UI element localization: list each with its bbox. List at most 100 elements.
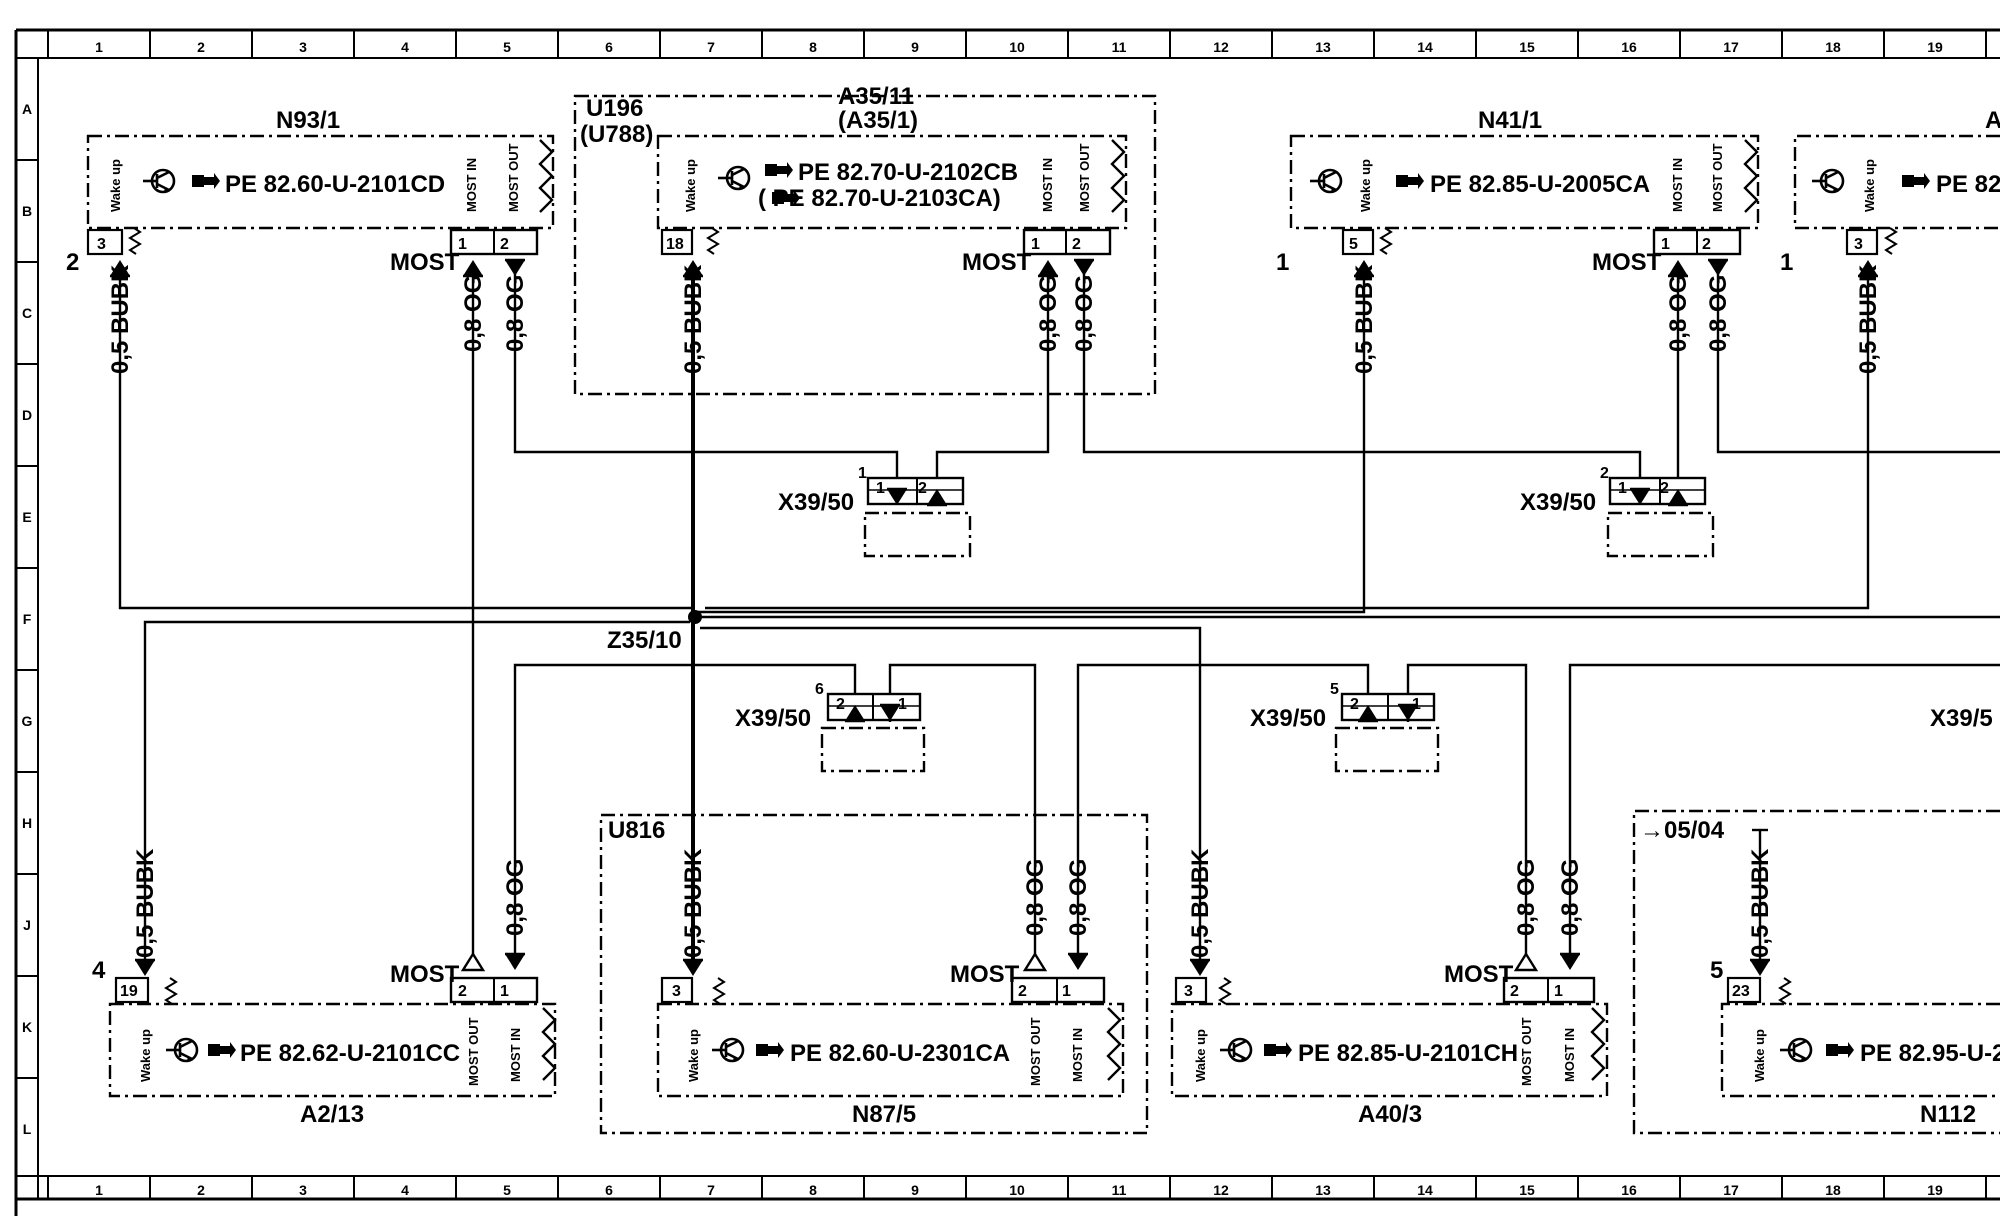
x39-partial-label: X39/5 [1930,705,1993,732]
x39-6-pin-2: 2 [836,696,845,713]
a-partial-wake-pin: 3 [1854,236,1863,253]
connector-x39-50-5: 2 1 5 X39/50 [1250,681,1436,732]
n41-1-most: MOST [1592,249,1662,276]
transceiver-icon [1810,168,1845,194]
wire-label-bubk: 0,5 BUBK [1351,264,1378,374]
n93-1-label: N93/1 [276,107,340,134]
n87-5-u: U816 [608,817,665,844]
a2-13-label: A2/13 [300,1101,364,1128]
n87-5-most-out-text: MOST OUT [1028,1017,1043,1086]
column-number: 3 [299,39,307,55]
wire-label-og: 0,8 OG [460,275,487,352]
splice-label: Z35/10 [607,627,682,654]
a-partial-wake-text: Wake up [1862,159,1877,212]
wire-label-bubk: 0,5 BUBK [680,264,707,374]
a35-11-label: A35/11 [838,83,914,110]
module-a40-3: A40/3 PE 82.85-U-2101CH Wake up MOST OUT… [1174,952,1606,1128]
n112-pe: PE 82.95-U-2 [1860,1040,2000,1067]
n93-1-wake-pin: 3 [97,236,106,253]
column-number: 15 [1519,1182,1535,1198]
column-number: 15 [1519,39,1535,55]
column-number: 7 [707,39,715,55]
drawing-frame [14,28,2000,1216]
x39-1-pin-2: 2 [918,480,927,497]
module-n87-5: U816 N87/5 PE 82.60-U-2301CA Wake up MOS… [608,817,1122,1128]
module-n93-1: N93/1 PE 82.60-U-2101CD Wake up MOST IN … [66,107,554,278]
n112-arrow: → [1640,817,1664,844]
pe-reference-icon [1902,173,1930,189]
x39-1-label: X39/50 [778,489,854,516]
a40-3-wake-pin: 3 [1184,983,1193,1000]
n41-1-most-in-text: MOST IN [1670,158,1685,212]
column-number: 2 [197,1182,205,1198]
wire-label-og: 0,8 OG [1557,859,1584,936]
n87-5-wake-pin: 3 [672,983,681,1000]
a40-3-label: A40/3 [1358,1101,1422,1128]
n93-1-most: MOST [390,249,460,276]
column-number: 12 [1213,39,1229,55]
n93-1-most-out-text: MOST OUT [506,143,521,212]
a35-11-most-out-text: MOST OUT [1077,143,1092,212]
x39-5-pin-1: 1 [1412,696,1421,713]
column-number: 7 [707,1182,715,1198]
pe-reference-icon [756,1042,784,1058]
row-letter: L [23,1121,32,1137]
n41-1-most-in-pin: 1 [1661,236,1670,253]
row-letter: J [23,917,31,933]
wire-label-og: 0,8 OG [1035,275,1062,352]
transceiver-icon [1218,1037,1253,1063]
column-number: 17 [1723,39,1739,55]
n93-1-most-in-text: MOST IN [464,158,479,212]
transceiver-icon [710,1037,745,1063]
n41-1-side-num: 1 [1276,249,1289,276]
module-a-partial: A PE 82 Wake up 3 1 [1780,107,2000,278]
x39-2-pin-1: 1 [1618,480,1627,497]
a40-3-pe: PE 82.85-U-2101CH [1298,1040,1518,1067]
pe-reference-icon [1826,1042,1854,1058]
n112-side-num: 5 [1710,957,1723,984]
wire-label-bubk: 0,5 BUBK [1747,848,1774,958]
column-number: 5 [503,1182,511,1198]
column-number: 10 [1009,1182,1025,1198]
column-number: 10 [1009,39,1025,55]
pe-reference-icon [765,162,793,178]
column-number: 14 [1417,39,1433,55]
pe-reference-icon [1264,1042,1292,1058]
a2-13-side-num: 4 [92,957,106,984]
n93-1-pe: PE 82.60-U-2101CD [225,171,445,198]
a40-3-most-in-text: MOST IN [1562,1028,1577,1082]
x39-2-label: X39/50 [1520,489,1596,516]
wire-label-og: 0,8 OG [1705,275,1732,352]
transceiver-icon [1308,168,1343,194]
x39-2-num: 2 [1600,465,1609,482]
a2-13-most: MOST [390,961,460,988]
n41-1-most-out-pin: 2 [1702,236,1711,253]
column-number: 11 [1112,1182,1127,1198]
x39-6-num: 6 [815,681,824,698]
wire-label-og: 0,8 OG [1513,859,1540,936]
n87-5-pe: PE 82.60-U-2301CA [790,1040,1010,1067]
x39-5-num: 5 [1330,681,1339,698]
pe-reference-icon [1396,173,1424,189]
pe-reference-icon [208,1042,236,1058]
wire-label-bubk: 0,5 BUBK [680,848,707,958]
column-number: 5 [503,39,511,55]
a2-13-wake-pin: 19 [120,983,138,1000]
a35-11-label-2: (A35/1) [838,107,918,134]
column-number: 12 [1213,1182,1229,1198]
module-boxes [86,94,2000,1135]
column-number: 13 [1315,39,1331,55]
a2-13-most-in-text: MOST IN [508,1028,523,1082]
module-a2-13: A2/13 PE 82.62-U-2101CC Wake up MOST OUT… [92,952,557,1128]
x39-5-pin-2: 2 [1350,696,1359,713]
wire-label-bubk: 0,5 BUBK [1855,264,1882,374]
transceiver-icon [164,1037,199,1063]
column-number: 8 [809,39,817,55]
column-number: 9 [911,39,919,55]
column-number: 16 [1621,1182,1637,1198]
row-letter: E [22,509,31,525]
column-number: 3 [299,1182,307,1198]
a40-3-most: MOST [1444,961,1514,988]
transceiver-icon [1778,1037,1813,1063]
